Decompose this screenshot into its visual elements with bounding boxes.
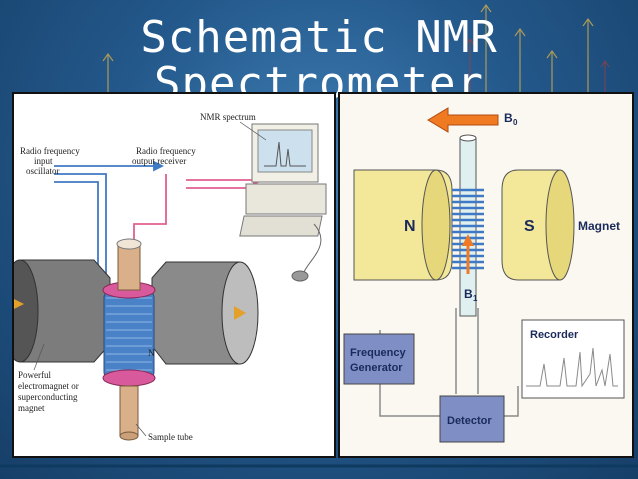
right-diagram-panel: B 0 N S Magnet [338, 92, 634, 458]
frequency-generator-label-line-2: Generator [350, 362, 403, 374]
magnet-pole-s [501, 169, 575, 281]
b0-subscript: 0 [513, 118, 518, 127]
sample-tube-and-coil [452, 134, 484, 317]
nmr-block-diagram: B 0 N S Magnet [343, 107, 625, 443]
b1-subscript: 1 [473, 294, 478, 303]
rf-input-label-line-2: input [34, 156, 53, 166]
right-magnet-pole [151, 261, 259, 365]
detector-box [439, 395, 505, 443]
rf-coil [102, 281, 156, 387]
recorder-spectrum-trace [526, 347, 618, 388]
magnet-label: Magnet [578, 219, 620, 233]
magnet-label-line-1: Powerful [18, 370, 51, 380]
slide-title-line-1: Schematic NMR [140, 12, 498, 63]
pole-n-label: N [148, 348, 155, 358]
magnet-label-line-4: magnet [18, 403, 45, 413]
b0-field-arrow [427, 107, 499, 133]
rf-output-label-line-2: output receiver [132, 156, 186, 166]
magnet-s-label: S [524, 218, 535, 235]
magnet-n-label: N [404, 218, 416, 235]
sample-tube [116, 238, 142, 441]
sample-tube-label: Sample tube [148, 432, 193, 442]
frequency-generator-label-line-1: Frequency [350, 347, 407, 359]
rf-input-label-line-1: Radio frequency [20, 146, 80, 156]
frequency-generator-box [343, 333, 415, 385]
left-magnet-pole [14, 259, 111, 363]
left-diagram-panel: NMR spectrum Radio frequency input oscil… [12, 92, 336, 458]
computer-monitor [239, 123, 327, 282]
nmr-apparatus-illustration: NMR spectrum Radio frequency input oscil… [14, 112, 327, 442]
rf-input-label-line-3: oscillator [26, 166, 60, 176]
b1-label: B [464, 287, 473, 301]
recorder-box [521, 319, 625, 399]
rf-output-label-line-1: Radio frequency [136, 146, 196, 156]
magnet-label-line-3: superconducting [18, 392, 78, 402]
detector-label: Detector [447, 415, 492, 427]
magnet-pole-n [353, 169, 453, 281]
nmr-spectrum-label: NMR spectrum [200, 112, 256, 122]
recorder-label: Recorder [530, 329, 579, 341]
b0-label: B [504, 111, 513, 125]
magnet-label-line-2: electromagnet or [18, 381, 79, 391]
